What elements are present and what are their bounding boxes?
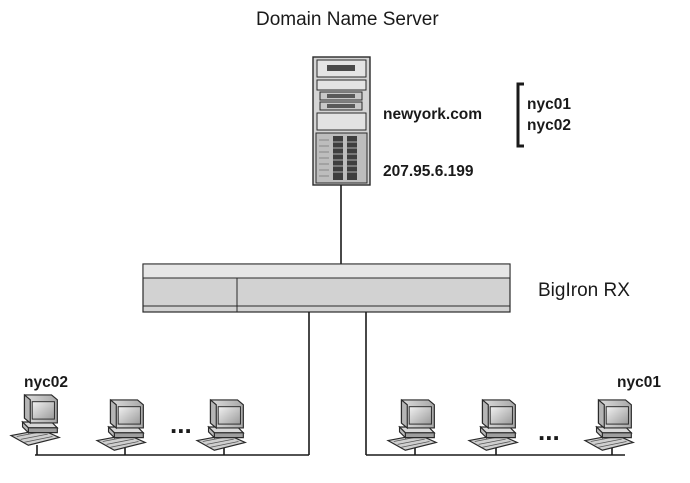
workstation-icon [387,399,437,451]
dns-ip-label: 207.95.6.199 [383,163,474,180]
workstation-icon [196,399,246,451]
workstation-icon [10,394,60,446]
left-ellipsis: ... [170,409,192,439]
workstation-icon [468,399,518,451]
right-host-label: nyc01 [617,374,661,391]
dns-server-icon [312,56,371,186]
workstation-icon [96,399,146,451]
host-bracket [516,82,524,148]
dns-domain-label: newyork.com [383,106,483,123]
router-label: BigIron RX [538,280,630,301]
left-host-label: nyc02 [24,374,68,391]
diagram-title: Domain Name Server [256,9,439,30]
host-entry: nyc02 [527,117,571,134]
right-ellipsis: ... [538,416,560,446]
router-icon [142,263,511,313]
workstation-icon [584,399,634,451]
host-entry: nyc01 [527,96,571,113]
